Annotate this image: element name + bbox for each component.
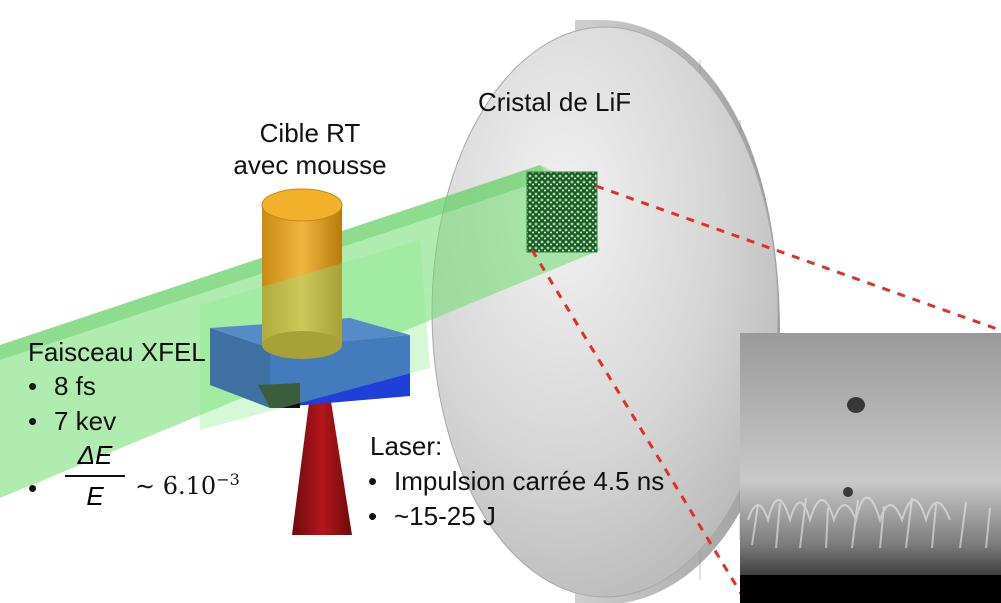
formula-fraction: ΔE E bbox=[65, 440, 125, 512]
radiograph-base bbox=[740, 575, 1001, 603]
target-cylinder-bottom bbox=[262, 331, 342, 359]
crystal-label: Cristal de LiF bbox=[478, 87, 632, 117]
target-label-line1: Cible RT bbox=[259, 118, 361, 148]
radiograph-inset bbox=[740, 333, 1001, 603]
xfel-beam-overlay bbox=[200, 240, 430, 430]
formula-exponent: −3 bbox=[216, 470, 240, 489]
formula-denominator: E bbox=[86, 481, 104, 511]
laser-item-energy: ~15-25 J bbox=[368, 500, 496, 532]
xfel-item-energy: 7 kev bbox=[28, 405, 116, 437]
xfel-item-duration: 8 fs bbox=[28, 370, 96, 402]
lif-crystal bbox=[431, 20, 780, 603]
formula-relation: ∼ 6.10−3 bbox=[135, 470, 240, 500]
laser-beam bbox=[292, 395, 352, 535]
xfel-title: Faisceau XFEL bbox=[28, 337, 206, 367]
zoom-lines bbox=[530, 184, 1001, 601]
radiograph-background bbox=[740, 333, 1001, 603]
radiograph-texture bbox=[747, 496, 991, 549]
laser-item-pulse: Impulsion carrée 4.5 ns bbox=[368, 465, 664, 497]
formula-relation-text: ∼ 6.10 bbox=[135, 472, 217, 500]
target-cylinder-side bbox=[262, 205, 342, 345]
radiograph-dark-spot bbox=[847, 397, 865, 413]
target-cylinder-top bbox=[261, 188, 343, 222]
rt-target bbox=[210, 188, 410, 408]
radiograph-dark-spot-2 bbox=[843, 487, 853, 497]
target-label-line2: avec mousse bbox=[233, 150, 387, 180]
formula-bullet: • bbox=[28, 473, 38, 503]
formula-numerator: ΔE bbox=[77, 440, 113, 470]
laser-title: Laser: bbox=[370, 431, 443, 461]
target-block-side bbox=[210, 328, 270, 408]
rt-sample-image bbox=[526, 171, 598, 253]
target-block-shadow bbox=[258, 383, 300, 408]
